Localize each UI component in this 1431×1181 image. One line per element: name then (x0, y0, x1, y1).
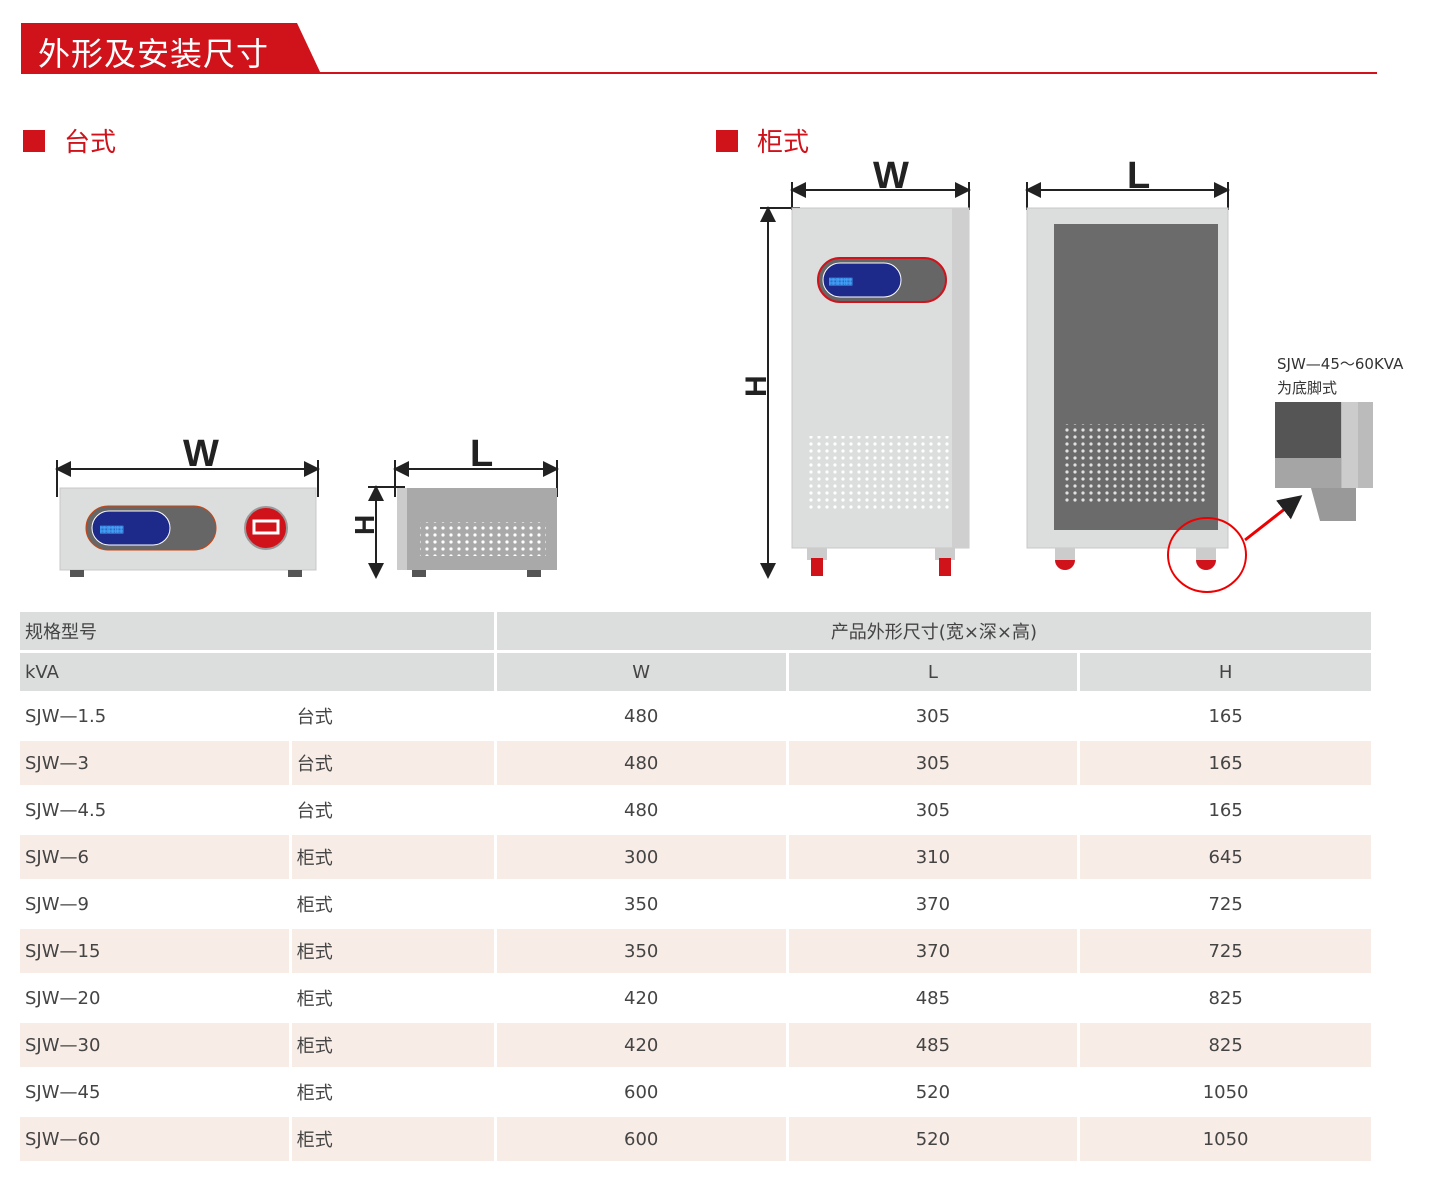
cell-l: 370 (915, 893, 951, 915)
cell-w: 600 (624, 1081, 659, 1103)
cell-model: SJW—15 (20, 929, 289, 973)
cell-w: 350 (496, 929, 786, 973)
square-bullet-icon (716, 129, 738, 152)
table-header-row: 规格型号 产品外形尺寸(宽×深×高) (20, 612, 1371, 650)
foot-note: SJW—45～60KVA 为底脚式 (1277, 352, 1403, 400)
cell-l: 305 (788, 741, 1078, 785)
cell-h: 645 (1080, 835, 1371, 879)
table-row: SJW—1.5 台式 480 305 165 (20, 694, 1371, 738)
dim-l-label: L (470, 433, 493, 475)
cell-h: 165 (1208, 705, 1243, 727)
cell-l: 520 (788, 1117, 1078, 1161)
cell-w: 300 (496, 835, 786, 879)
dim-w-label: W (183, 433, 219, 475)
desktop-side-view (397, 488, 557, 577)
cell-l: 370 (788, 929, 1078, 973)
dim-l-label: L (1127, 155, 1150, 197)
cell-l: 485 (915, 987, 951, 1009)
cell-type: 柜式 (291, 1117, 494, 1161)
foot-note-line2: 为底脚式 (1277, 379, 1338, 397)
title-rule (300, 72, 1377, 74)
header-kva: kVA (20, 653, 494, 691)
cell-type: 台式 (291, 741, 494, 785)
cell-model: SJW—60 (20, 1117, 289, 1161)
cell-type: 柜式 (296, 989, 333, 1010)
header-h: H (1080, 653, 1371, 691)
cell-model: SJW—3 (20, 741, 289, 785)
cell-w: 350 (624, 893, 659, 915)
cell-w: 480 (624, 705, 659, 727)
section-desktop: 台式 (23, 122, 116, 159)
cell-model: SJW—45 (25, 1081, 101, 1103)
table-row: SJW—4.5 台式 480 305 165 (20, 788, 1371, 832)
section-cabinet: 柜式 (716, 122, 809, 159)
cell-model: SJW—30 (20, 1023, 289, 1067)
foot-note-line1: SJW—45～60KVA (1277, 355, 1404, 373)
cell-w: 480 (624, 799, 659, 821)
cell-l: 520 (915, 1081, 951, 1103)
cell-model: SJW—9 (25, 893, 89, 915)
cabinet-side-view (1026, 207, 1303, 593)
table-row: SJW—45 柜式 600 520 1050 (20, 1070, 1371, 1114)
table-row: SJW—9 柜式 350 370 725 (20, 882, 1371, 926)
cell-l: 305 (915, 799, 951, 821)
cell-h: 825 (1208, 987, 1243, 1009)
cell-model: SJW—20 (25, 987, 101, 1009)
cell-h: 165 (1080, 741, 1371, 785)
header-size: 产品外形尺寸(宽×深×高) (496, 612, 1371, 650)
cell-l: 310 (788, 835, 1078, 879)
cell-type: 柜式 (291, 835, 494, 879)
header-model: 规格型号 (20, 612, 494, 650)
cell-h: 1050 (1080, 1117, 1371, 1161)
section-desktop-label: 台式 (64, 128, 117, 158)
table-subheader-row: kVA W L H (20, 653, 1371, 691)
desktop-front-view: ▦▦▦ (59, 487, 317, 577)
section-cabinet-label: 柜式 (757, 128, 810, 158)
cell-type: 柜式 (296, 1083, 333, 1104)
cell-w: 420 (496, 1023, 786, 1067)
dim-h-label: H (740, 375, 773, 397)
cell-type: 台式 (296, 707, 333, 728)
cell-l: 305 (915, 705, 951, 727)
foot-detail-image (1275, 402, 1373, 521)
cell-type: 柜式 (291, 1023, 494, 1067)
svg-text:▦▦▦: ▦▦▦ (100, 522, 124, 537)
header-l: L (788, 653, 1078, 691)
cell-w: 420 (624, 987, 659, 1009)
cell-type: 柜式 (291, 929, 494, 973)
cell-model: SJW—4.5 (25, 799, 107, 821)
page-title: 外形及安装尺寸 (38, 35, 270, 73)
cell-w: 480 (496, 741, 786, 785)
dim-h-label: H (349, 515, 380, 535)
svg-text:▦▦▦: ▦▦▦ (829, 274, 853, 289)
cell-h: 165 (1208, 799, 1243, 821)
cell-h: 1050 (1202, 1081, 1249, 1103)
cell-h: 725 (1080, 929, 1371, 973)
table-row: SJW—20 柜式 420 485 825 (20, 976, 1371, 1020)
title-banner: 外形及安装尺寸 (21, 23, 321, 74)
cabinet-front-view: ▦▦▦ (791, 207, 970, 576)
cell-type: 柜式 (296, 895, 333, 916)
cell-h: 725 (1208, 893, 1243, 915)
cell-w: 600 (496, 1117, 786, 1161)
cell-h: 825 (1080, 1023, 1371, 1067)
cell-type: 台式 (296, 801, 333, 822)
cell-l: 485 (788, 1023, 1078, 1067)
dim-w-label: W (873, 155, 909, 197)
dimension-drawings: W L W L H H ▦▦▦ ▦▦▦ (55, 155, 1373, 593)
cell-model: SJW—6 (20, 835, 289, 879)
cell-model: SJW—1.5 (25, 705, 107, 727)
header-w: W (496, 653, 786, 691)
square-bullet-icon (23, 129, 45, 152)
